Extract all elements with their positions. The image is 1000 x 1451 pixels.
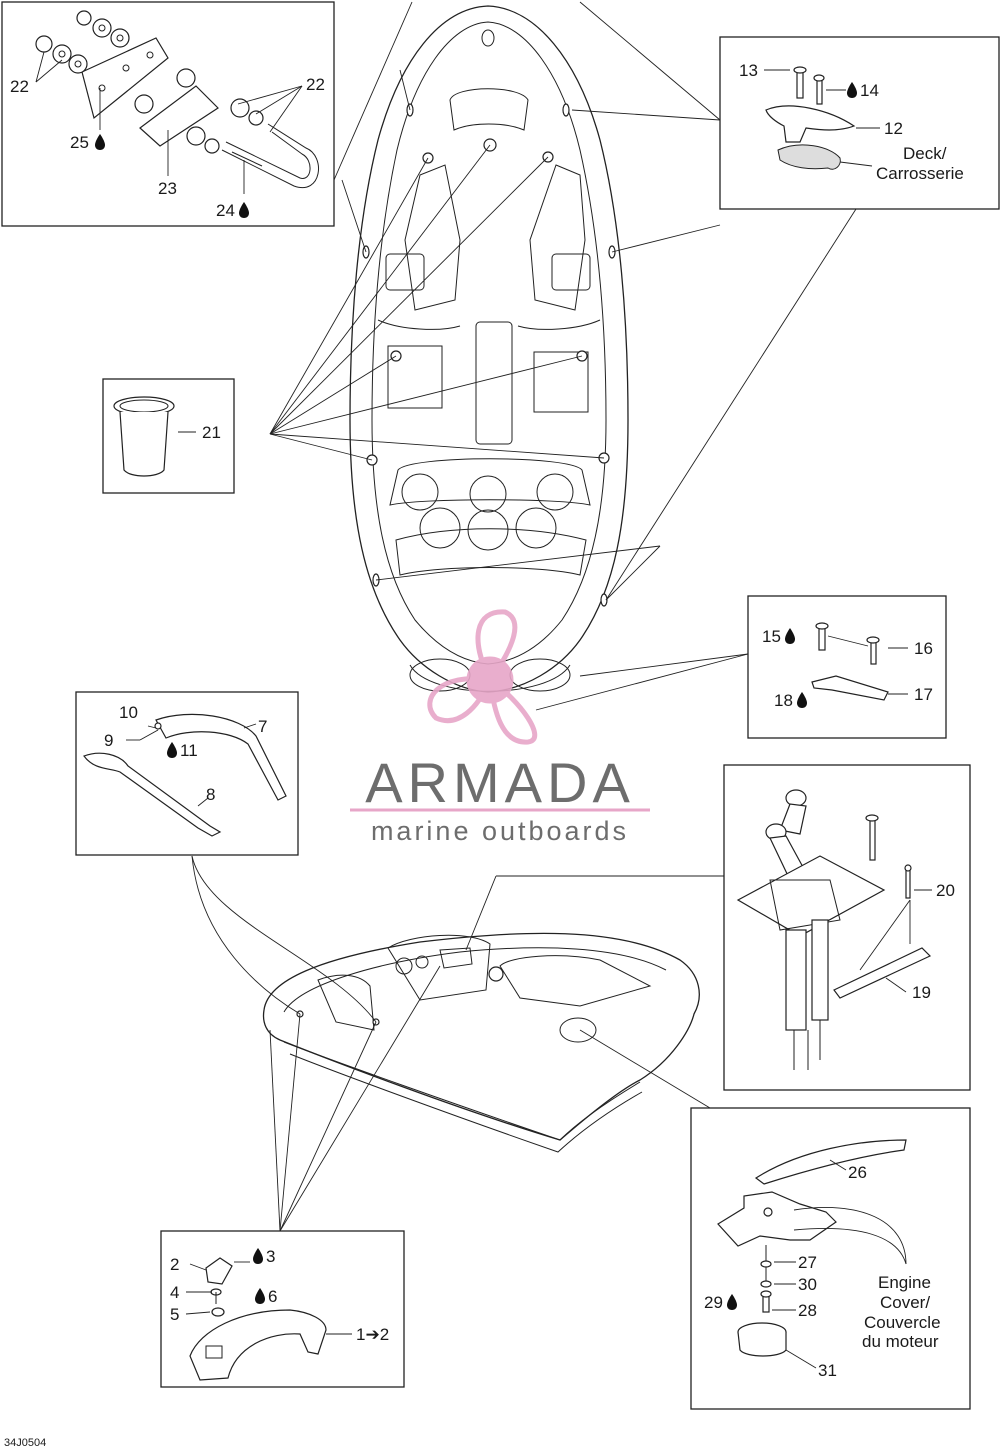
engine-note-line4: du moteur [862, 1332, 939, 1351]
drop-icon [797, 692, 807, 708]
label-10: 10 [119, 703, 138, 722]
label-9: 9 [104, 731, 113, 750]
label-23: 23 [158, 179, 177, 198]
diagram-code: 34J0504 [4, 1437, 46, 1449]
label-7: 7 [258, 717, 267, 736]
label-28: 28 [798, 1301, 817, 1320]
label-16: 16 [914, 639, 933, 658]
label-17: 17 [914, 685, 933, 704]
label-5: 5 [170, 1305, 179, 1324]
part-labels: 22 22 25 23 24 13 14 12 Deck/ Carrosseri… [4, 61, 964, 1449]
box-shift-lever [723, 764, 971, 1091]
brand-name: ARMADA [365, 751, 635, 814]
label-25: 25 [70, 133, 89, 152]
label-19: 19 [912, 983, 931, 1002]
label-20: 20 [936, 881, 955, 900]
drop-icon [95, 134, 105, 150]
box-grab-handle [75, 691, 299, 856]
drop-icon [847, 82, 857, 98]
label-4: 4 [170, 1283, 179, 1302]
label-26: 26 [848, 1163, 867, 1182]
label-21: 21 [202, 423, 221, 442]
drop-icon [255, 1288, 265, 1304]
label-30: 30 [798, 1275, 817, 1294]
label-22a: 22 [10, 77, 29, 96]
label-29: 29 [704, 1293, 723, 1312]
drop-icons [95, 82, 857, 1310]
label-6: 6 [268, 1287, 277, 1306]
label-3: 3 [266, 1247, 275, 1266]
drop-icon [785, 628, 795, 644]
leader-lines [35, 1, 932, 1369]
label-22b: 22 [306, 75, 325, 94]
brand-tagline: marine outboards [371, 816, 629, 846]
box-handle-1-6 [160, 1230, 405, 1388]
engine-note-line1: Engine [878, 1273, 931, 1292]
label-12: 12 [884, 119, 903, 138]
box-15-18 [747, 595, 947, 739]
label-2: 2 [170, 1255, 179, 1274]
deck-note-line1: Deck/ [903, 144, 947, 163]
engine-note-line2: Cover/ [880, 1293, 930, 1312]
label-14: 14 [860, 81, 879, 100]
armada-logo [427, 609, 538, 745]
engine-note-line3: Couvercle [864, 1313, 941, 1332]
label-31: 31 [818, 1361, 837, 1380]
label-1: 1➔2 [356, 1325, 389, 1344]
drop-icon [253, 1248, 263, 1264]
drop-icon [239, 202, 249, 218]
label-24: 24 [216, 201, 235, 220]
box-tow-eye [1, 1, 335, 227]
deck-top-view [349, 5, 629, 693]
deck-note-line2: Carrosserie [876, 164, 964, 183]
drop-icon [727, 1294, 737, 1310]
label-13: 13 [739, 61, 758, 80]
label-18: 18 [774, 691, 793, 710]
box-engine-cover [690, 1107, 971, 1410]
label-15: 15 [762, 627, 781, 646]
drop-icon [167, 742, 177, 758]
label-8: 8 [206, 785, 215, 804]
boat-side-view [262, 932, 700, 1153]
box-cup-holder [102, 378, 235, 494]
label-11: 11 [180, 741, 198, 760]
label-27: 27 [798, 1253, 817, 1272]
box-cleat [719, 36, 1000, 210]
